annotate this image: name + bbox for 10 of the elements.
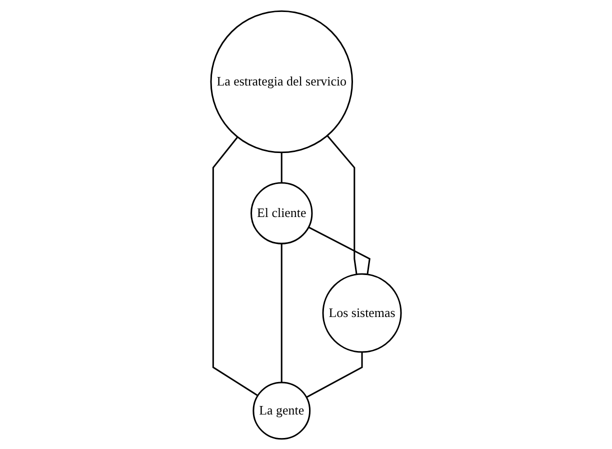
connector — [280, 243, 282, 382]
node-circle: La estrategia del servicio — [210, 10, 354, 153]
connector — [306, 352, 363, 398]
node-circle: El cliente — [250, 182, 313, 244]
connector — [212, 136, 258, 396]
connector — [326, 134, 358, 274]
node-circle: Los sistemas — [322, 272, 402, 352]
node-circle: La gente — [252, 381, 311, 440]
connector — [308, 226, 370, 274]
connector — [280, 152, 282, 182]
